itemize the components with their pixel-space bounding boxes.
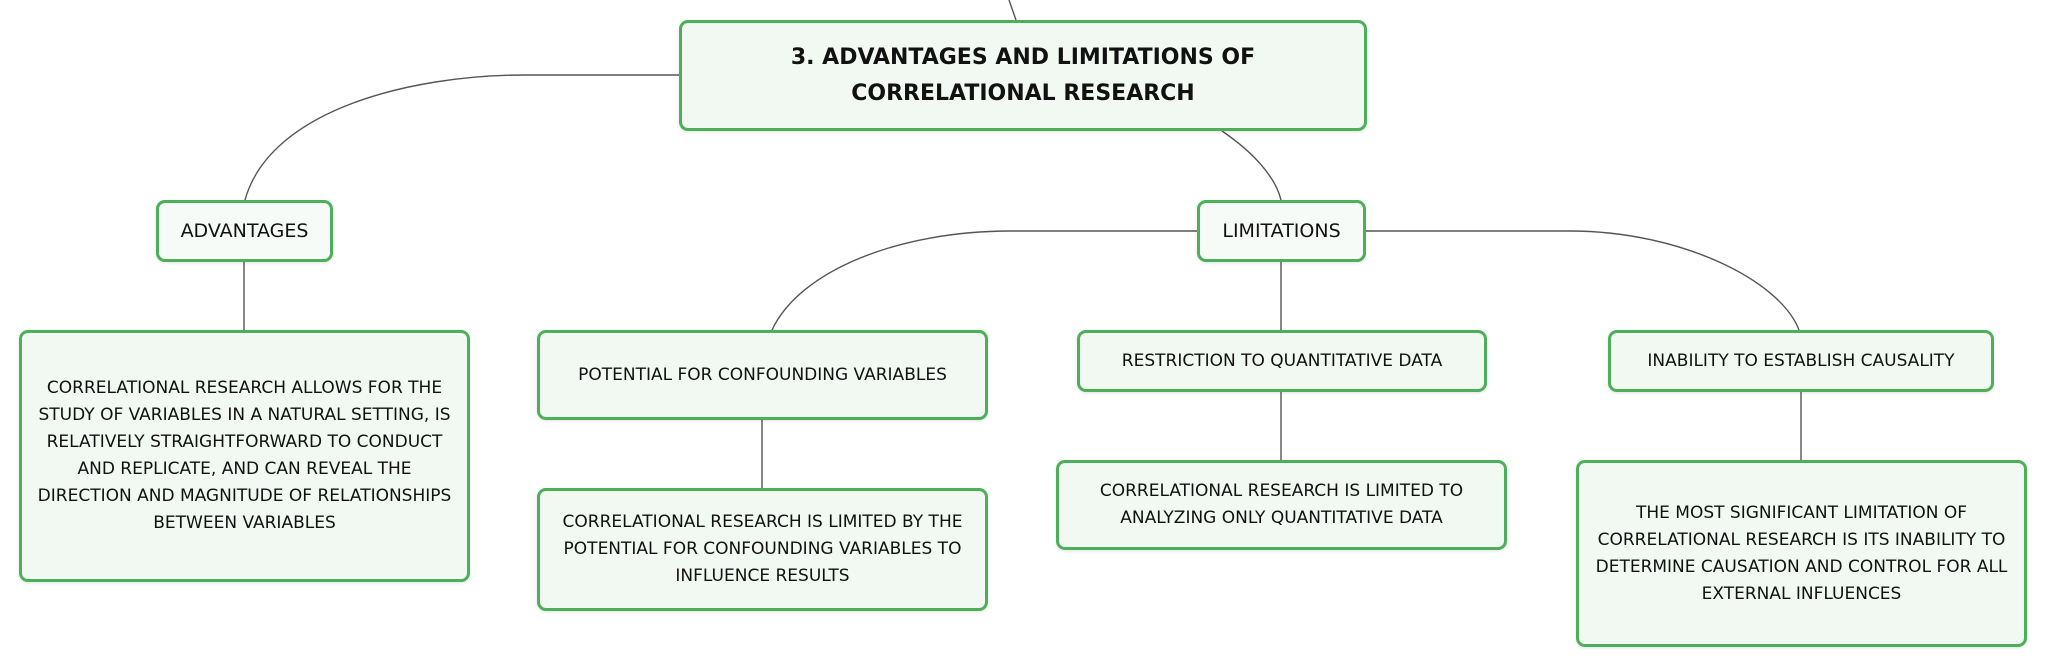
advantages-detail-text: CORRELATIONAL RESEARCH ALLOWS FOR THE ST… bbox=[37, 378, 452, 533]
root-topic-label: 3. ADVANTAGES AND LIMITATIONS OF CORRELA… bbox=[790, 44, 1256, 106]
causality-label: INABILITY TO ESTABLISH CAUSALITY bbox=[1647, 351, 1955, 371]
causality-detail-text: THE MOST SIGNIFICANT LIMITATION OF CORRE… bbox=[1595, 502, 2008, 604]
quantitative-data-detail-text: CORRELATIONAL RESEARCH IS LIMITED TO ANA… bbox=[1099, 481, 1464, 528]
confounding-variables-detail-text: CORRELATIONAL RESEARCH IS LIMITED BY THE… bbox=[562, 512, 963, 586]
limitations-node[interactable]: LIMITATIONS bbox=[1197, 200, 1366, 262]
connector-root-to-limitations bbox=[1221, 130, 1282, 201]
quantitative-data-node[interactable]: RESTRICTION TO QUANTITATIVE DATA bbox=[1077, 330, 1487, 392]
connector-parent-to-root bbox=[1008, 0, 1017, 21]
advantages-detail-node[interactable]: CORRELATIONAL RESEARCH ALLOWS FOR THE ST… bbox=[19, 330, 470, 582]
confounding-variables-label: POTENTIAL FOR CONFOUNDING VARIABLES bbox=[578, 365, 947, 385]
confounding-variables-detail-node[interactable]: CORRELATIONAL RESEARCH IS LIMITED BY THE… bbox=[537, 488, 988, 611]
advantages-label: ADVANTAGES bbox=[180, 220, 309, 242]
connector-root-to-advantages bbox=[244, 74, 679, 201]
quantitative-data-detail-node[interactable]: CORRELATIONAL RESEARCH IS LIMITED TO ANA… bbox=[1056, 460, 1507, 550]
root-topic-node[interactable]: 3. ADVANTAGES AND LIMITATIONS OF CORRELA… bbox=[679, 20, 1367, 131]
limitations-label: LIMITATIONS bbox=[1222, 220, 1341, 242]
connector-limitations-to-confounding bbox=[771, 230, 1197, 331]
causality-node[interactable]: INABILITY TO ESTABLISH CAUSALITY bbox=[1608, 330, 1994, 392]
advantages-node[interactable]: ADVANTAGES bbox=[156, 200, 333, 262]
connector-limitations-to-causality bbox=[1366, 230, 1800, 331]
confounding-variables-node[interactable]: POTENTIAL FOR CONFOUNDING VARIABLES bbox=[537, 330, 988, 420]
causality-detail-node[interactable]: THE MOST SIGNIFICANT LIMITATION OF CORRE… bbox=[1576, 460, 2027, 647]
quantitative-data-label: RESTRICTION TO QUANTITATIVE DATA bbox=[1121, 351, 1443, 371]
